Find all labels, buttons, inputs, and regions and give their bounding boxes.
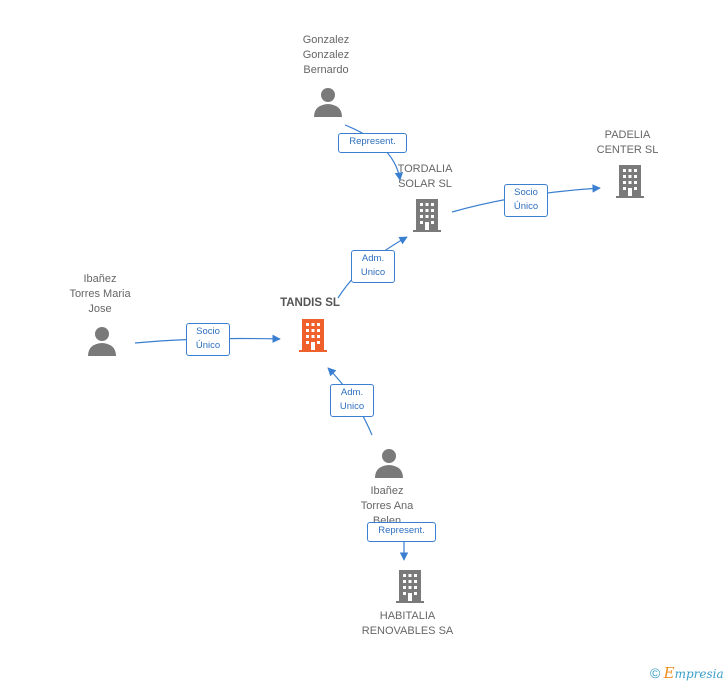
brand-name: mpresia <box>674 667 724 681</box>
node-label-ibanez-ana[interactable]: Ibañez Torres Ana Belen <box>360 485 414 522</box>
building-icon[interactable] <box>395 568 425 604</box>
edge-label-adm-unico[interactable]: Adm. Unico <box>351 250 395 283</box>
node-label-gonzalez[interactable]: Gonzalez Gonzalez Bernardo <box>302 34 350 76</box>
person-icon[interactable] <box>374 447 404 479</box>
building-icon[interactable] <box>412 197 442 233</box>
brand-initial: E <box>663 664 675 682</box>
person-icon[interactable] <box>87 325 117 357</box>
node-label-tordalia[interactable]: TORDALIA SOLAR SL <box>397 163 453 190</box>
edge-label-represent[interactable]: Represent. <box>338 133 407 153</box>
edge-label-socio-unico[interactable]: Socio Único <box>504 184 548 217</box>
node-label-padelia[interactable]: PADELIA CENTER SL <box>596 129 659 156</box>
copyright-symbol: © <box>650 665 661 681</box>
node-label-ibanez-maria[interactable]: Ibañez Torres Maria Jose <box>69 273 131 315</box>
edge-label-adm-unico[interactable]: Adm. Unico <box>330 384 374 417</box>
edge-label-socio-unico[interactable]: Socio Único <box>186 323 230 356</box>
node-label-tandis[interactable]: TANDIS SL <box>280 297 340 309</box>
edge-label-represent[interactable]: Represent. <box>367 522 436 542</box>
empresia-watermark: © Empresia <box>650 664 724 682</box>
building-icon[interactable] <box>298 317 328 353</box>
person-icon[interactable] <box>313 86 343 118</box>
building-icon[interactable] <box>615 163 645 199</box>
node-label-habitalia[interactable]: HABITALIA RENOVABLES SA <box>361 610 454 637</box>
